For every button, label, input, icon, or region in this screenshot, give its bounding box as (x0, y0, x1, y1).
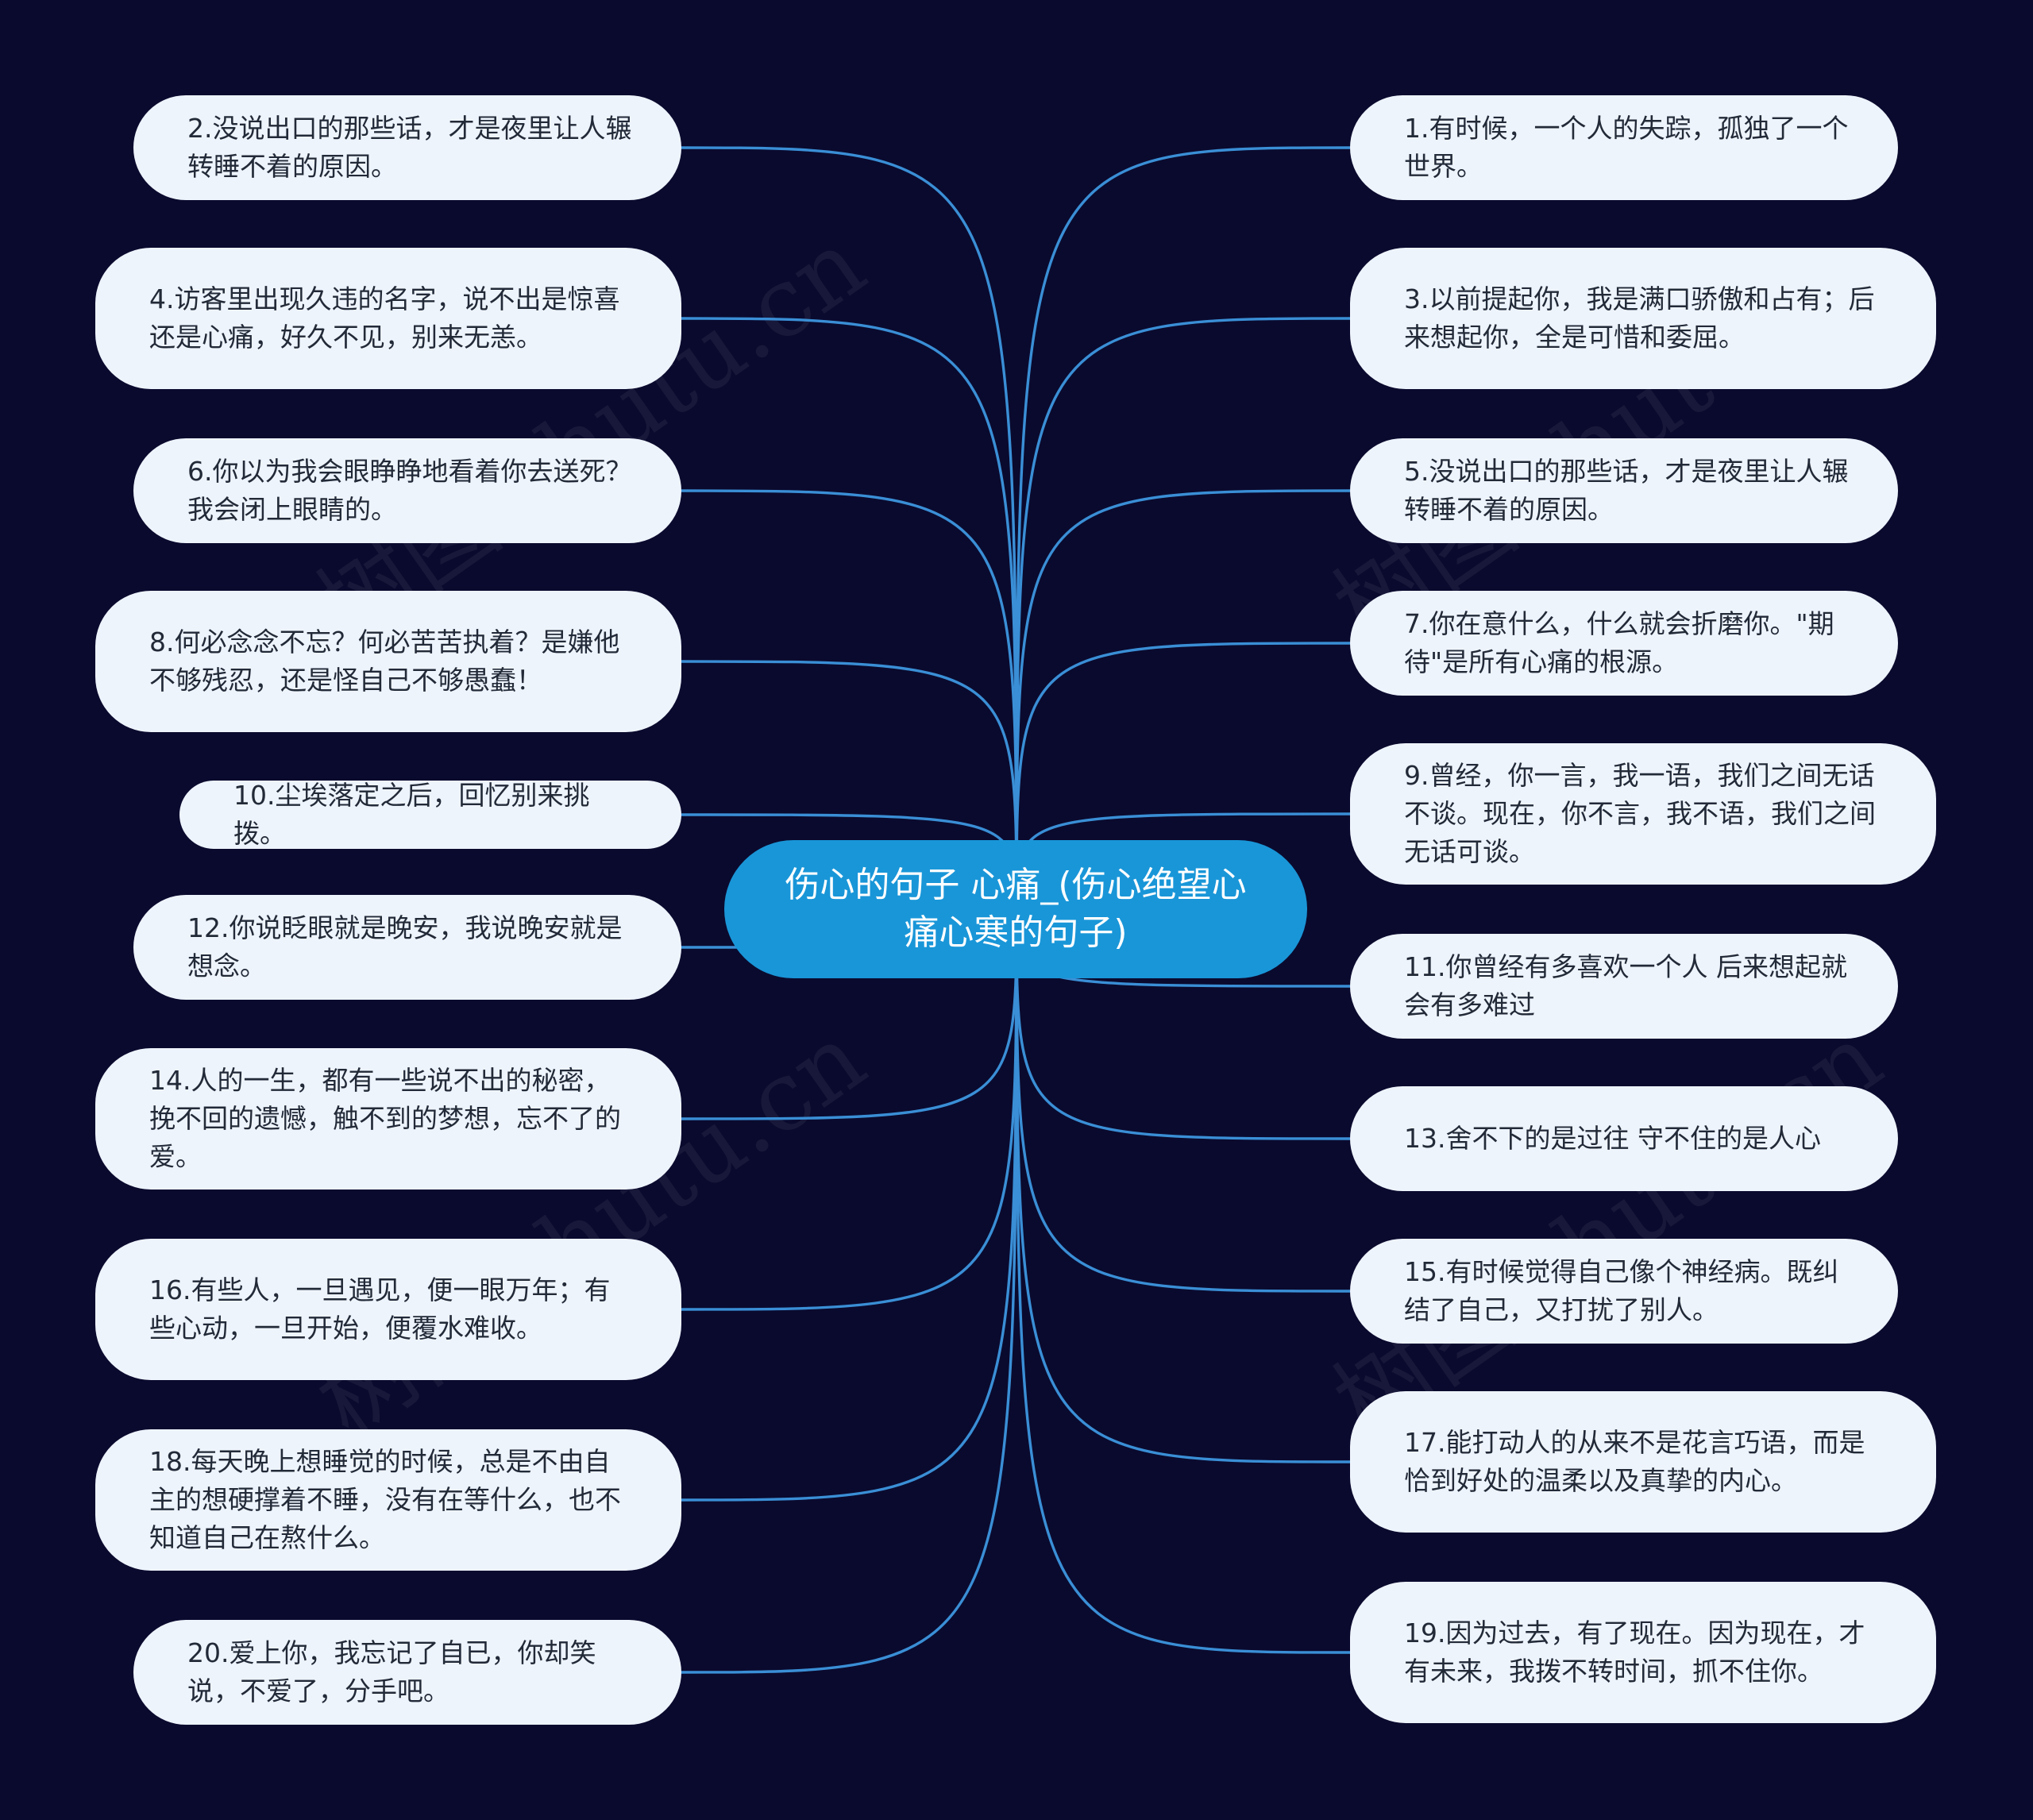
topic-node-11[interactable]: 11.你曾经有多喜欢一个人 后来想起就会有多难过 (1350, 934, 1898, 1039)
topic-node-19[interactable]: 19.因为过去，有了现在。因为现在，才有未来，我拨不转时间，抓不住你。 (1350, 1582, 1936, 1723)
topic-node-6[interactable]: 6.你以为我会眼睁睁地看着你去送死？我会闭上眼睛的。 (133, 438, 681, 543)
connector-L1 (681, 317, 1018, 910)
topic-node-3[interactable]: 3.以前提起你，我是满口骄傲和占有；后来想起你，全是可惜和委屈。 (1350, 248, 1936, 389)
topic-node-1[interactable]: 1.有时候，一个人的失踪，孤独了一个世界。 (1350, 95, 1898, 200)
topic-node-8[interactable]: 8.何必念念不忘？何必苦苦执着？是嫌他不够残忍，还是怪自己不够愚蠢！ (95, 591, 681, 732)
topic-node-13[interactable]: 13.舍不下的是过往 守不住的是人心 (1350, 1086, 1898, 1191)
connector-R1 (1015, 317, 1351, 910)
topic-node-16[interactable]: 16.有些人，一旦遇见，便一眼万年；有些心动，一旦开始，便覆水难收。 (95, 1239, 681, 1380)
connector-L8 (681, 908, 1018, 1502)
connector-R2 (1015, 489, 1351, 910)
topic-node-17[interactable]: 17.能打动人的从来不是花言巧语，而是恰到好处的温柔以及真挚的内心。 (1350, 1391, 1936, 1533)
connector-L0 (681, 146, 1018, 910)
topic-node-18[interactable]: 18.每天晚上想睡觉的时候，总是不由自主的想硬撑着不睡，没有在等什么，也不知道自… (95, 1429, 681, 1571)
topic-node-15[interactable]: 15.有时候觉得自己像个神经病。既纠结了自己，又打扰了别人。 (1350, 1239, 1898, 1344)
topic-node-2[interactable]: 2.没说出口的那些话，才是夜里让人辗转睡不着的原因。 (133, 95, 681, 200)
topic-node-14[interactable]: 14.人的一生，都有一些说不出的秘密，挽不回的遗憾，触不到的梦想，忘不了的爱。 (95, 1048, 681, 1190)
connector-R3 (1015, 642, 1351, 910)
topic-node-20[interactable]: 20.爱上你，我忘记了自已，你却笑说，不爱了，分手吧。 (133, 1620, 681, 1725)
topic-node-10[interactable]: 10.尘埃落定之后，回忆别来挑拨。 (179, 780, 681, 849)
topic-node-9[interactable]: 9.曾经，你一言，我一语，我们之间无话不谈。现在，你不言，我不语，我们之间无话可… (1350, 743, 1936, 885)
topic-node-4[interactable]: 4.访客里出现久违的名字，说不出是惊喜还是心痛，好久不见，别来无恙。 (95, 248, 681, 389)
connector-R8 (1015, 908, 1351, 1463)
connector-R9 (1015, 908, 1351, 1654)
topic-node-12[interactable]: 12.你说眨眼就是晚安，我说晚安就是想念。 (133, 895, 681, 1000)
topic-node-7[interactable]: 7.你在意什么，什么就会折磨你。"期待"是所有心痛的根源。 (1350, 591, 1898, 696)
topic-node-5[interactable]: 5.没说出口的那些话，才是夜里让人辗转睡不着的原因。 (1350, 438, 1898, 543)
connector-R0 (1015, 146, 1351, 910)
connector-L9 (681, 908, 1018, 1674)
central-topic[interactable]: 伤心的句子 心痛_(伤心绝望心痛心寒的句子) (724, 840, 1307, 978)
